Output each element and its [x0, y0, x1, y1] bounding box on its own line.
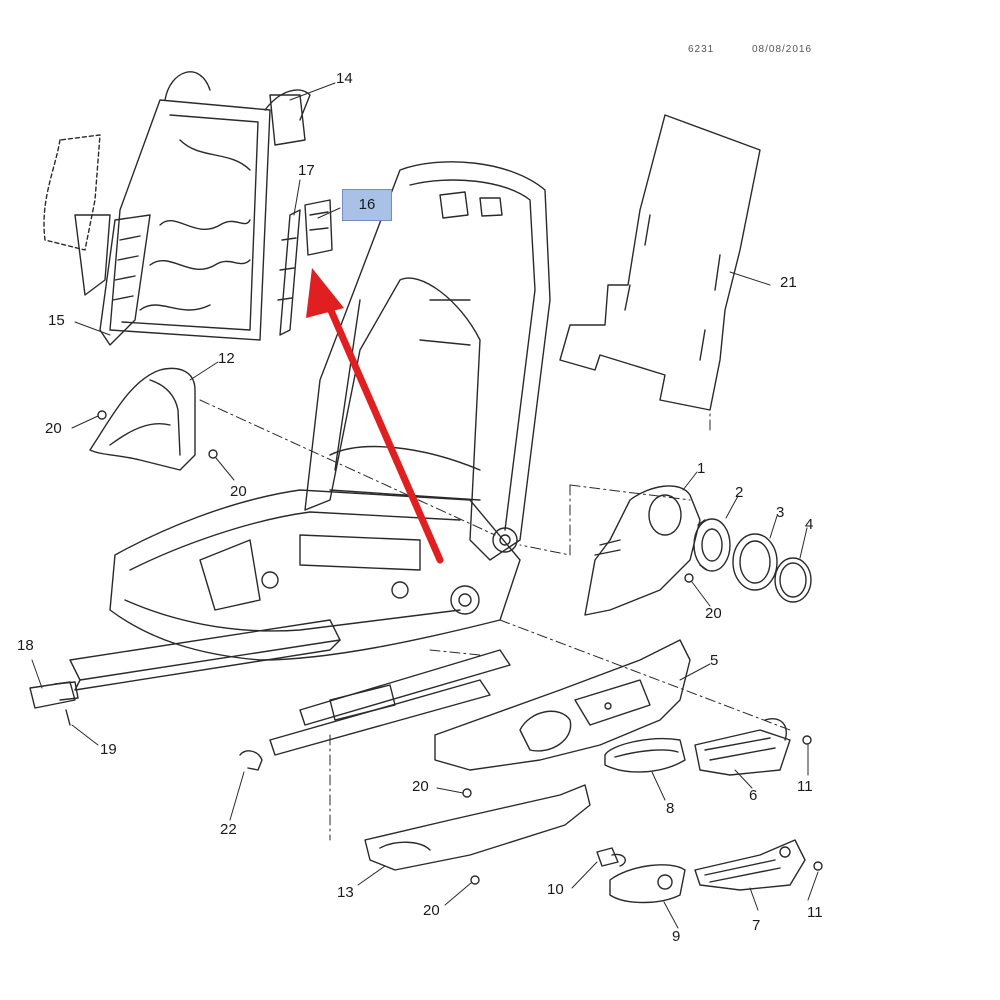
callout-13[interactable]: 13 [337, 884, 354, 901]
inner-trim-13-part [364, 784, 591, 871]
rear-shield-12-part [89, 367, 196, 471]
callout-15[interactable]: 15 [48, 312, 65, 329]
leader-lines [31, 82, 819, 929]
callout-20-side[interactable]: 20 [705, 605, 722, 622]
callout-17[interactable]: 17 [298, 162, 315, 179]
outer-shield-5-part [434, 639, 691, 771]
alignment-lines [199, 399, 791, 841]
seat-track-rails [69, 619, 511, 756]
module-16-part [304, 199, 333, 256]
side-shield-1-part [584, 485, 701, 616]
highlight-arrow [318, 286, 444, 564]
bezel-ring-3-part [732, 533, 778, 591]
seat-cushion-frame [109, 489, 521, 661]
bracket-17-part [277, 209, 301, 336]
knob-bezel-9-part [609, 864, 686, 904]
callout-3[interactable]: 3 [776, 504, 785, 521]
callout-18[interactable]: 18 [17, 637, 34, 654]
callout-7[interactable]: 7 [752, 917, 761, 934]
trim-ring-4-part [774, 557, 812, 603]
clip-22-part [239, 750, 263, 771]
fasteners [65, 410, 823, 885]
callout-11-lower[interactable]: 11 [807, 904, 823, 921]
callout-5[interactable]: 5 [710, 652, 719, 669]
callout-21[interactable]: 21 [780, 274, 797, 291]
switch-bezel-8-part [604, 737, 686, 773]
ref-code: 6231 [688, 44, 715, 55]
callout-2[interactable]: 2 [735, 484, 744, 501]
highlight-arrow-head [306, 268, 344, 318]
callout-8[interactable]: 8 [666, 800, 675, 817]
callout-11-upper[interactable]: 11 [797, 778, 813, 795]
recline-knob-2-part [693, 518, 731, 572]
switch-assembly-7-part [694, 839, 806, 891]
heater-pad-21-part [559, 114, 761, 411]
callout-10[interactable]: 10 [547, 881, 564, 898]
side-trim-panel-part [43, 134, 151, 346]
ref-date: 08/08/2016 [752, 44, 813, 55]
callout-6[interactable]: 6 [749, 787, 758, 804]
callout-20-rear-lower[interactable]: 20 [230, 483, 247, 500]
callout-22[interactable]: 22 [220, 821, 237, 838]
callout-9[interactable]: 9 [672, 928, 681, 945]
knob-10-part [596, 847, 626, 867]
callout-12[interactable]: 12 [218, 350, 235, 367]
callout-16-highlighted[interactable]: 16 [342, 189, 392, 221]
callout-4[interactable]: 4 [805, 516, 814, 533]
callout-20-outer[interactable]: 20 [412, 778, 429, 795]
callout-20-inner[interactable]: 20 [423, 902, 440, 919]
callout-19[interactable]: 19 [100, 741, 117, 758]
seatback-panel-part [109, 71, 311, 341]
seat-back-frame [304, 161, 551, 615]
callout-14[interactable]: 14 [336, 70, 353, 87]
callout-1[interactable]: 1 [697, 460, 706, 477]
handle-18-part [29, 681, 79, 709]
callout-20-rear-upper[interactable]: 20 [45, 420, 62, 437]
switch-assembly-6-part [694, 718, 791, 776]
